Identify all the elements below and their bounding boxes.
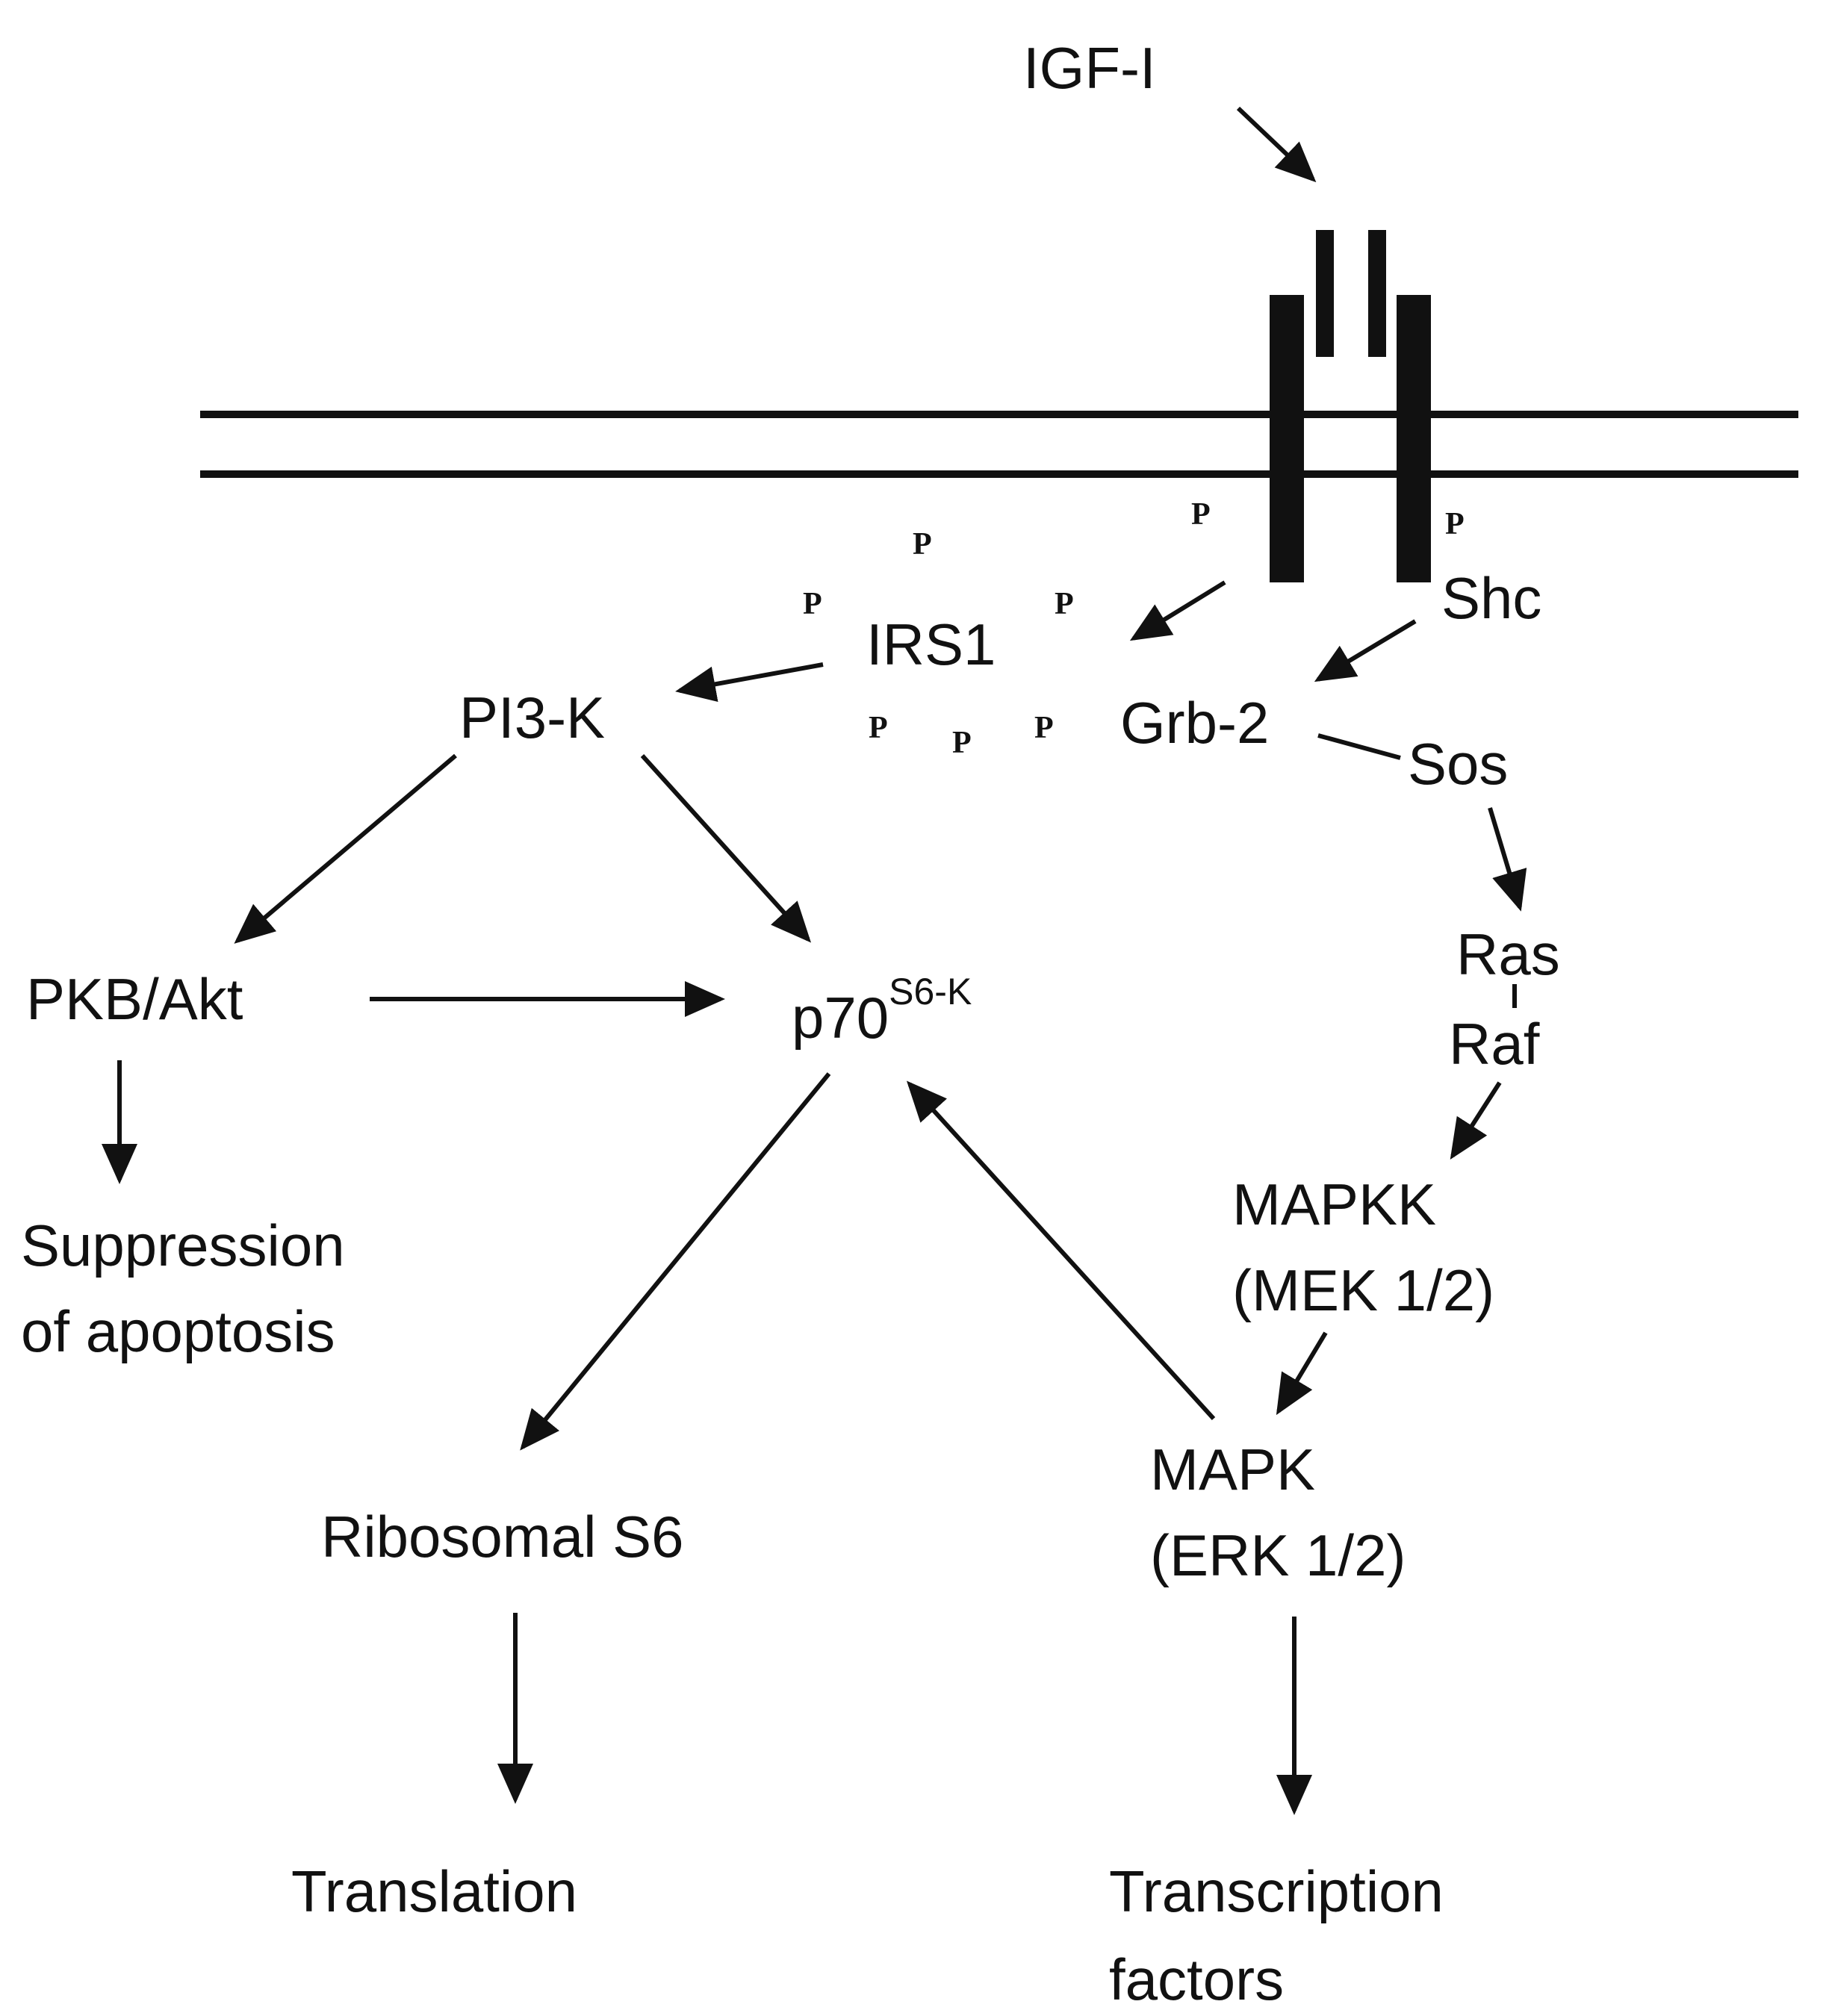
arrow-receptor-to-irs1 — [1129, 580, 1226, 641]
translation-label: Translation — [291, 1858, 577, 1924]
mapkk-label-line1: MAPKK — [1232, 1172, 1436, 1237]
line-grb2-sos — [1317, 733, 1401, 760]
arrow-igf1-to-receptor — [1236, 106, 1317, 183]
suppression-label-line2: of apoptosis — [21, 1298, 335, 1364]
phosphate-marker-irs1-top: P — [913, 527, 932, 561]
irs1-label: IRS1 — [866, 612, 996, 677]
arrow-pi3k-to-pkb-akt — [234, 753, 457, 944]
phosphate-marker-irs1-bottom-middle: P — [952, 726, 972, 760]
receptor-left-alpha — [1316, 230, 1334, 357]
p70-base-text: p70 — [792, 985, 889, 1051]
phosphate-marker-irs1-bottom-left: P — [869, 711, 888, 745]
p70-label: p70S6-K — [792, 971, 972, 1051]
phosphate-marker-receptor-right: P — [1445, 507, 1465, 541]
transcription-label-line2: factors — [1109, 1947, 1284, 2012]
ras-label: Ras — [1456, 921, 1560, 987]
raf-label: Raf — [1449, 1011, 1540, 1077]
suppression-label-line1: Suppression — [21, 1213, 345, 1278]
receptor-right-beta — [1397, 295, 1431, 582]
transcription-label-line1: Transcription — [1109, 1858, 1444, 1924]
pkb-akt-label: PKB/Akt — [26, 966, 243, 1032]
p70-superscript-text: S6-K — [889, 971, 972, 1012]
igf1-label: IGF-I — [1023, 35, 1156, 101]
phosphate-marker-irs1-left: P — [803, 587, 822, 621]
igf1-receptor — [1270, 230, 1431, 582]
receptor-left-beta — [1270, 295, 1304, 582]
phosphate-marker-receptor-left: P — [1191, 497, 1211, 532]
mapk-label-line2: (ERK 1/2) — [1150, 1522, 1406, 1588]
shc-label: Shc — [1441, 565, 1541, 631]
mapk-label-line1: MAPK — [1150, 1437, 1315, 1502]
arrow-shc-to-grb2 — [1314, 619, 1417, 682]
phosphate-marker-irs1-bottom-right: P — [1034, 711, 1054, 745]
arrow-p70-to-ribosomal-s6 — [520, 1072, 831, 1451]
arrow-sos-to-ras — [1488, 807, 1527, 912]
sos-label: Sos — [1408, 731, 1508, 797]
arrow-mapkk-to-mapk — [1276, 1331, 1328, 1416]
arrow-pi3k-to-p70 — [640, 753, 812, 943]
arrow-mapk-to-p70 — [906, 1080, 1216, 1421]
arrow-raf-to-mapkk — [1450, 1081, 1502, 1160]
mapkk-label-line2: (MEK 1/2) — [1232, 1257, 1494, 1323]
phosphate-marker-irs1-right: P — [1055, 587, 1074, 621]
pi3k-label: PI3-K — [459, 685, 605, 750]
grb2-label: Grb-2 — [1120, 690, 1269, 756]
ribosomal-s6-label: Ribosomal S6 — [321, 1504, 684, 1569]
arrow-irs1-to-pi3k — [675, 662, 824, 703]
receptor-right-alpha — [1368, 230, 1386, 357]
